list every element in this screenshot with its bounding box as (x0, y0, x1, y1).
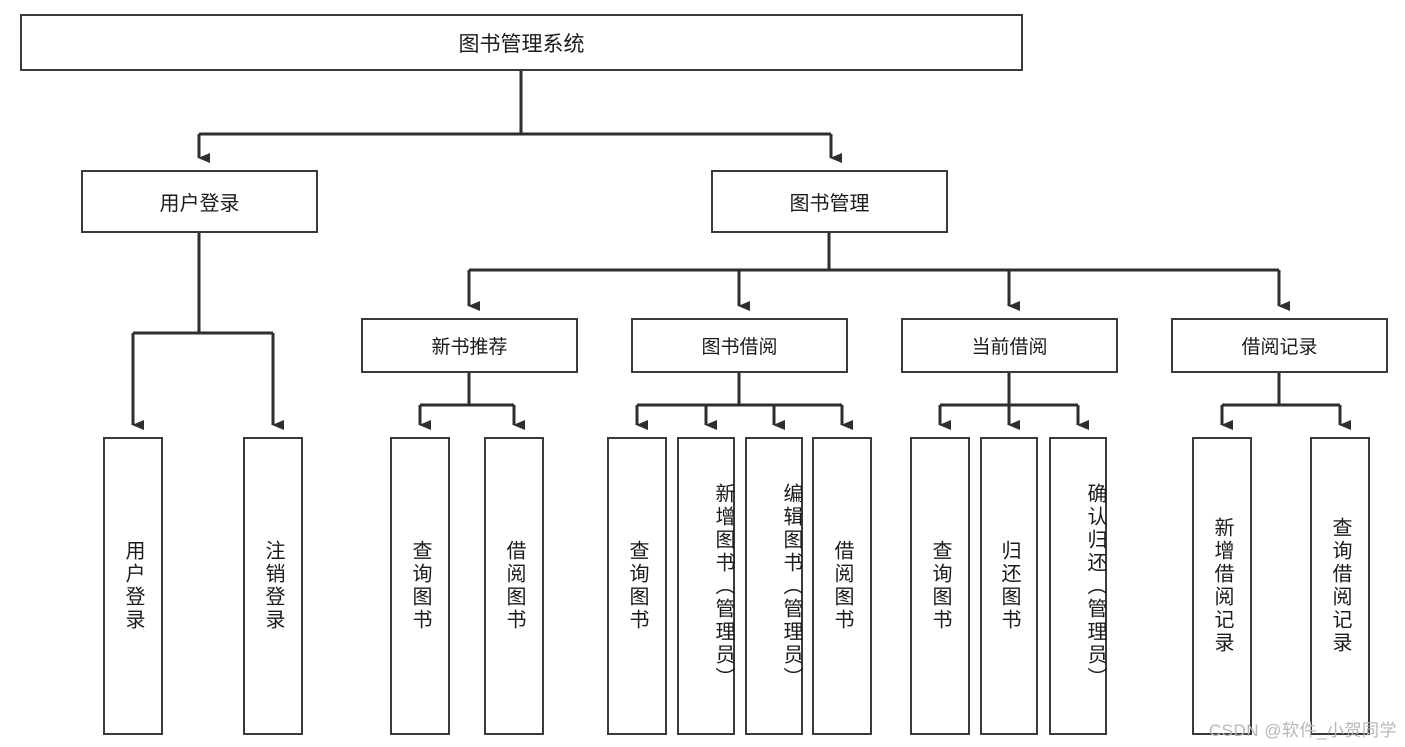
leaf-confirm-return-admin[interactable]: 确认归还（管理员） (1049, 437, 1107, 735)
node-book-borrow[interactable]: 图书借阅 (631, 318, 848, 373)
node-borrow-record[interactable]: 借阅记录 (1171, 318, 1388, 373)
leaf-add-borrow-record[interactable]: 新增借阅记录 (1192, 437, 1252, 735)
leaf-add-book-admin[interactable]: 新增图书（管理员） (677, 437, 735, 735)
leaf-user-logout[interactable]: 注销登录 (243, 437, 303, 735)
csdn-watermark: CSDN @软件_小贺同学 (1208, 721, 1397, 740)
node-current-borrow[interactable]: 当前借阅 (901, 318, 1118, 373)
leaf-user-login[interactable]: 用户登录 (103, 437, 163, 735)
node-user-login[interactable]: 用户登录 (81, 170, 318, 233)
leaf-query-borrow-record[interactable]: 查询借阅记录 (1310, 437, 1370, 735)
node-new-book-recommend[interactable]: 新书推荐 (361, 318, 578, 373)
leaf-borrow-book-borrow[interactable]: 借阅图书 (812, 437, 872, 735)
leaf-edit-book-admin[interactable]: 编辑图书（管理员） (745, 437, 803, 735)
node-root-book-management-system[interactable]: 图书管理系统 (20, 14, 1023, 71)
leaf-return-book[interactable]: 归还图书 (980, 437, 1038, 735)
node-book-management[interactable]: 图书管理 (711, 170, 948, 233)
leaf-query-book-borrow[interactable]: 查询图书 (607, 437, 667, 735)
leaf-borrow-book-recommend[interactable]: 借阅图书 (484, 437, 544, 735)
leaf-query-book-current[interactable]: 查询图书 (910, 437, 970, 735)
leaf-query-book-recommend[interactable]: 查询图书 (390, 437, 450, 735)
